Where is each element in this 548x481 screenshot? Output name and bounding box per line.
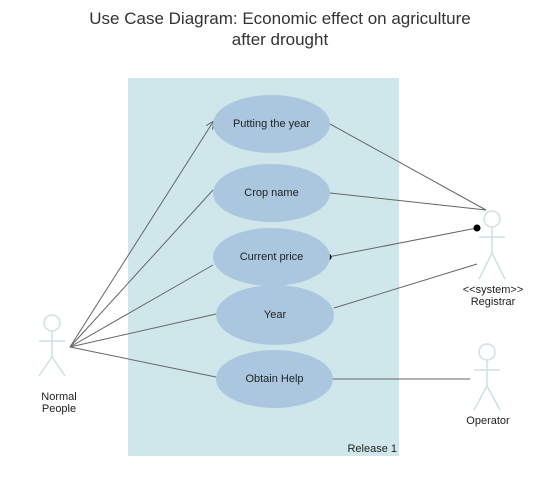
use-case-current-price[interactable]: Current price — [213, 228, 330, 286]
endpoint-dot-registrar — [473, 224, 481, 232]
diagram-title: Use Case Diagram: Economic effect on agr… — [60, 8, 500, 50]
actor-registrar-figure — [478, 210, 506, 280]
assoc-people-putting-year — [69, 122, 213, 348]
title-line-2: after drought — [231, 30, 329, 49]
actor-registrar[interactable]: <<system>> Registrar — [452, 284, 534, 308]
assoc-registrar-current-price — [327, 227, 478, 258]
actor-stereotype: <<system>> — [462, 284, 524, 296]
assoc-people-obtain-help — [69, 346, 217, 378]
actor-label-line-2: People — [41, 403, 77, 415]
use-case-obtain-help[interactable]: Obtain Help — [216, 350, 333, 408]
assoc-people-year — [69, 313, 217, 348]
actor-label-line-1: Normal — [41, 391, 77, 403]
use-case-crop-name[interactable]: Crop name — [213, 164, 330, 222]
title-line-1: Use Case Diagram: Economic effect on agr… — [89, 9, 471, 28]
actor-normal-people-figure — [38, 314, 66, 377]
assoc-registrar-putting-year — [329, 123, 487, 211]
use-case-label: Crop name — [244, 187, 299, 199]
use-case-label: Putting the year — [232, 118, 311, 130]
use-case-label: Current price — [239, 251, 304, 263]
assoc-people-crop-name — [69, 189, 214, 348]
assoc-people-current-price — [69, 264, 214, 348]
actor-normal-people[interactable]: Normal People — [22, 391, 96, 415]
use-case-label: Obtain Help — [245, 373, 304, 385]
use-case-label: Year — [263, 309, 287, 321]
assoc-registrar-crop-name — [329, 192, 487, 211]
use-case-year[interactable]: Year — [216, 285, 334, 345]
actor-label-name: Operator — [466, 415, 510, 427]
use-case-putting-the-year[interactable]: Putting the year — [213, 95, 330, 153]
boundary-label: Release 1 — [347, 443, 397, 455]
actor-label-name: Registrar — [470, 296, 516, 308]
actor-operator-figure — [473, 343, 501, 411]
actor-operator[interactable]: Operator — [452, 415, 524, 427]
assoc-registrar-year — [333, 263, 478, 309]
